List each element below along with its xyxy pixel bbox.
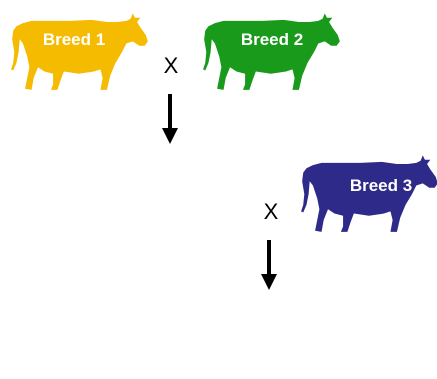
breed2-label: Breed 2 [241, 30, 303, 49]
cross-symbol-top: X [164, 53, 179, 78]
f2-cow-icon [216, 304, 348, 377]
cross-symbol-bottom: X [264, 199, 279, 224]
f2-cow: F2 [216, 304, 348, 377]
down-arrow-icon [261, 240, 277, 290]
breed2-cow: Breed 2 [203, 13, 340, 90]
f2-label: F2 [259, 325, 277, 342]
breed3-label: Breed 3 [350, 176, 412, 195]
breed1-label: Breed 1 [43, 30, 105, 49]
breed2-cow-icon [203, 13, 340, 90]
breed1-cow: Breed 1 [11, 13, 148, 90]
breed3-cow: Breed 3 [301, 155, 437, 232]
breed1-cow-icon [11, 13, 148, 90]
down-arrow-icon [162, 94, 178, 144]
f1-cow: F1 [106, 155, 243, 232]
f1-label: F1 [160, 177, 178, 194]
